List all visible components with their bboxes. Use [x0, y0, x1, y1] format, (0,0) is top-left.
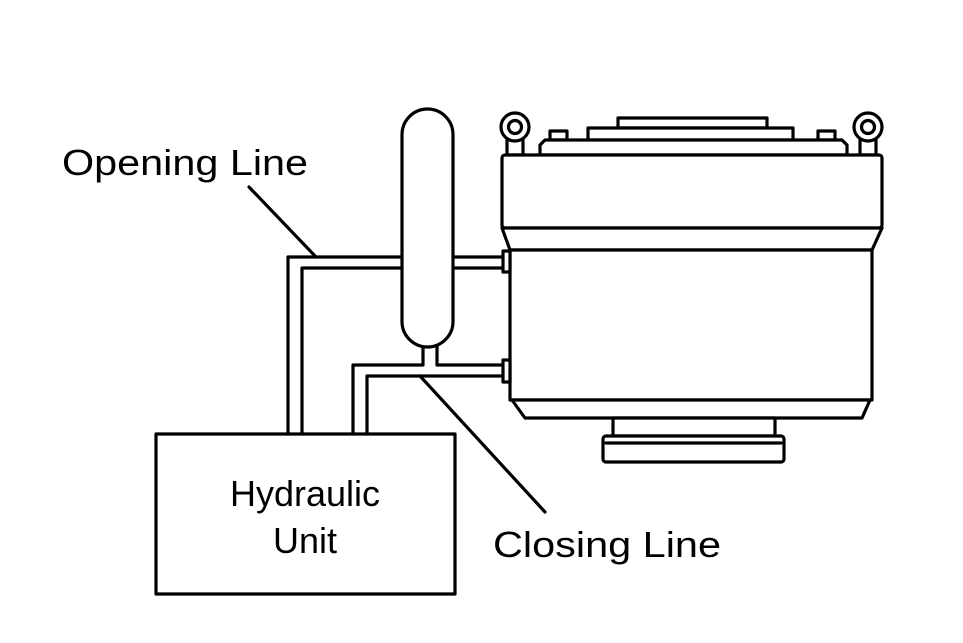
closing-port — [501, 358, 512, 384]
bop-upper-body — [500, 153, 884, 230]
bottom-flange — [601, 434, 786, 464]
lifting-eye-right — [852, 111, 884, 157]
bottom-neck — [611, 416, 777, 438]
hydraulic-unit: Hydraulic Unit — [154, 432, 457, 596]
bop-stack — [499, 111, 884, 464]
lifting-eye-left — [499, 111, 531, 157]
opening-port — [501, 249, 512, 274]
opening-line-label: Opening Line — [62, 142, 308, 183]
top-plate-raised — [586, 126, 795, 142]
bop-main-body — [508, 248, 874, 402]
closing-line-label: Closing Line — [493, 524, 721, 565]
opening-line-leader — [247, 185, 318, 259]
opening-line-pipe — [286, 255, 505, 436]
closing-line-pipe — [351, 343, 505, 436]
hydraulic-unit-label-line1: Hydraulic — [230, 473, 380, 514]
accumulator-bottle — [400, 107, 455, 349]
closing-line-leader — [418, 374, 547, 514]
hydraulic-unit-box — [154, 432, 457, 596]
bop-upper-chamfer — [500, 226, 884, 252]
top-plate — [538, 138, 849, 157]
hydraulic-unit-label-line2: Unit — [273, 520, 337, 561]
bop-lower-chamfer — [510, 398, 872, 420]
